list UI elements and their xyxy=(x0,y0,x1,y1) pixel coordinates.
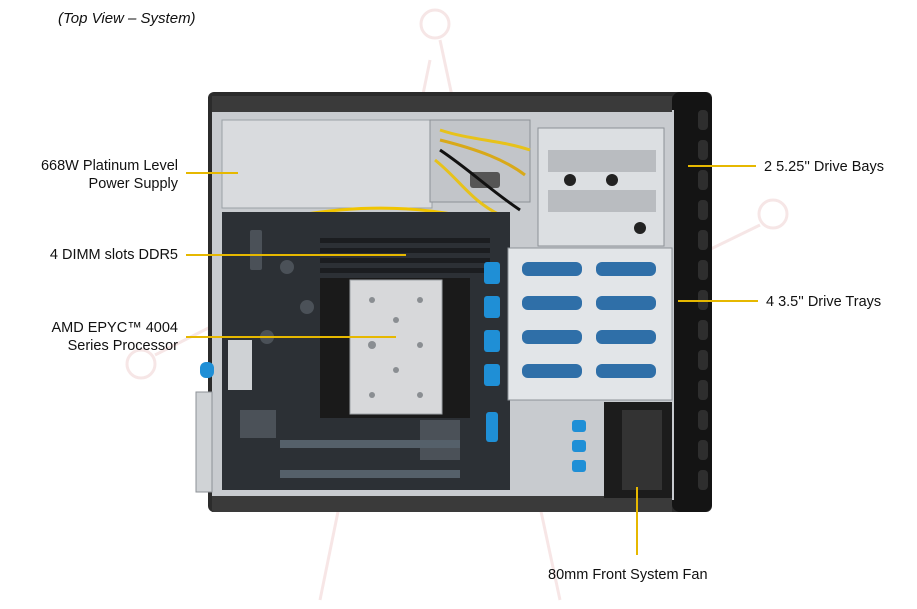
callout-power-supply: 668W Platinum Level Power Supply xyxy=(18,157,178,193)
callout-drive-trays: 4 3.5'' Drive Trays xyxy=(766,293,881,311)
callout-dimm-slots: 4 DIMM slots DDR5 xyxy=(18,246,178,264)
diagram-caption: (Top View – System) xyxy=(58,10,196,27)
cpu-heatsink xyxy=(349,279,443,415)
callout-drive-bays: 2 5.25'' Drive Bays xyxy=(764,158,884,176)
power-supply xyxy=(221,119,433,209)
callout-drive-trays-text: 4 3.5'' Drive Trays xyxy=(766,294,882,310)
callout-power-supply-line1: 668W Platinum Level xyxy=(40,158,178,174)
leader-dimm-slots xyxy=(186,254,406,256)
leader-drive-bays xyxy=(688,165,756,167)
callout-cpu: AMD EPYC™ 4004 Series Processor xyxy=(18,319,178,355)
leader-front-fan xyxy=(636,487,638,555)
callout-front-fan-text: 80mm Front System Fan xyxy=(548,567,708,583)
front-bezel xyxy=(672,92,712,512)
callout-power-supply-line2: Power Supply xyxy=(88,176,178,192)
leader-cpu xyxy=(186,336,396,338)
callout-front-fan: 80mm Front System Fan xyxy=(548,566,708,584)
callout-cpu-line1: AMD EPYC™ 4004 xyxy=(51,320,178,336)
callout-dimm-slots-text: 4 DIMM slots DDR5 xyxy=(49,247,178,263)
callout-drive-bays-text: 2 5.25'' Drive Bays xyxy=(764,159,884,175)
leader-power-supply xyxy=(186,172,238,174)
callout-cpu-line2: Series Processor xyxy=(67,338,178,354)
leader-drive-trays xyxy=(678,300,758,302)
